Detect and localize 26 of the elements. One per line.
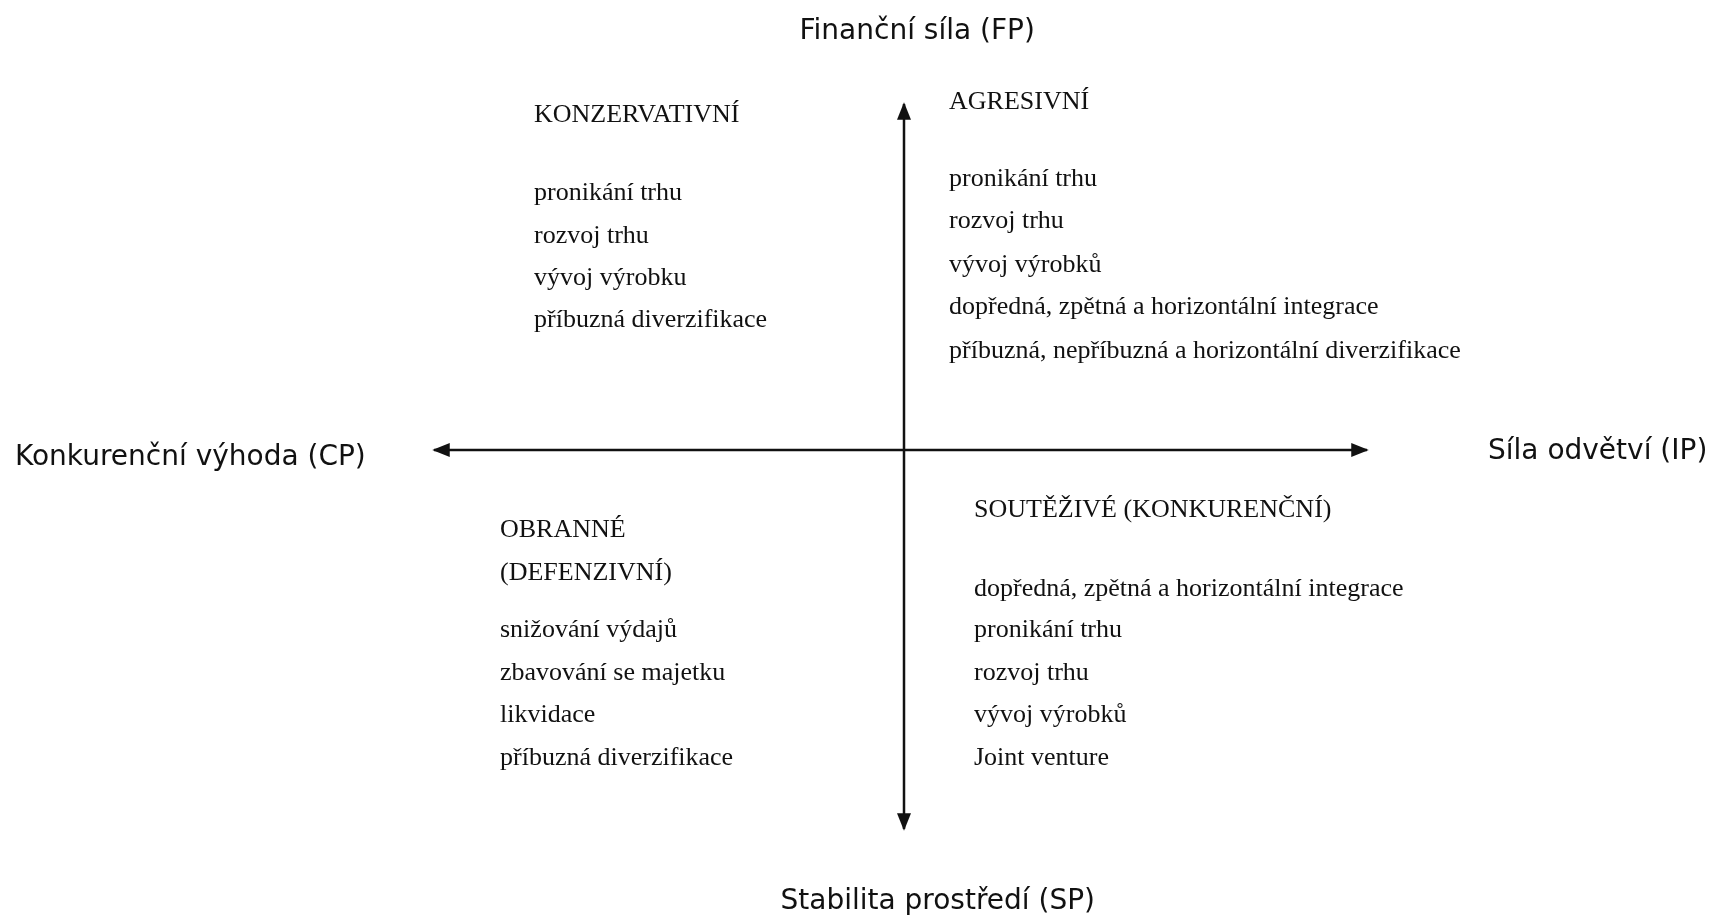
quadrant-heading: SOUTĚŽIVÉ (KONKURENČNÍ) xyxy=(974,492,1332,524)
strategy-item: příbuzná diverzifikace xyxy=(534,302,768,334)
strategy-item: rozvoj trhu xyxy=(974,655,1089,687)
strategy-item: pronikání trhu xyxy=(974,612,1123,644)
strategy-item: dopředná, zpětná a horizontální integrace xyxy=(974,571,1404,603)
strategy-item: dopředná, zpětná a horizontální integrace xyxy=(949,289,1379,321)
strategy-item: Joint venture xyxy=(974,740,1110,772)
quadrant-heading: AGRESIVNÍ xyxy=(949,84,1090,116)
quadrant-heading: OBRANNÉ (DEFENZIVNÍ) xyxy=(500,513,673,588)
axis-label: Finanční síla (FP) xyxy=(799,13,1035,47)
strategy-item: likvidace xyxy=(500,697,596,729)
strategy-item: rozvoj trhu xyxy=(534,218,649,250)
strategy-item: příbuzná diverzifikace xyxy=(500,740,734,772)
strategy-item: zbavování se majetku xyxy=(500,655,726,687)
strategy-item: vývoj výrobků xyxy=(949,247,1102,279)
strategy-item: pronikání trhu xyxy=(534,175,683,207)
axis-label: Stabilita prostředí (SP) xyxy=(780,883,1095,917)
quadrant-heading: KONZERVATIVNÍ xyxy=(534,97,740,129)
axis-label: Síla odvětví (IP) xyxy=(1488,433,1708,467)
strategy-item: rozvoj trhu xyxy=(949,203,1064,235)
strategy-item: pronikání trhu xyxy=(949,161,1098,193)
strategy-item: vývoj výrobku xyxy=(534,260,687,292)
strategy-item: příbuzná, nepříbuzná a horizontální diverzifikace xyxy=(949,333,1461,365)
axis-label: Konkurenční výhoda (CP) xyxy=(15,439,366,473)
strategy-item: snižování výdajů xyxy=(500,612,677,644)
strategy-item: vývoj výrobků xyxy=(974,697,1127,729)
